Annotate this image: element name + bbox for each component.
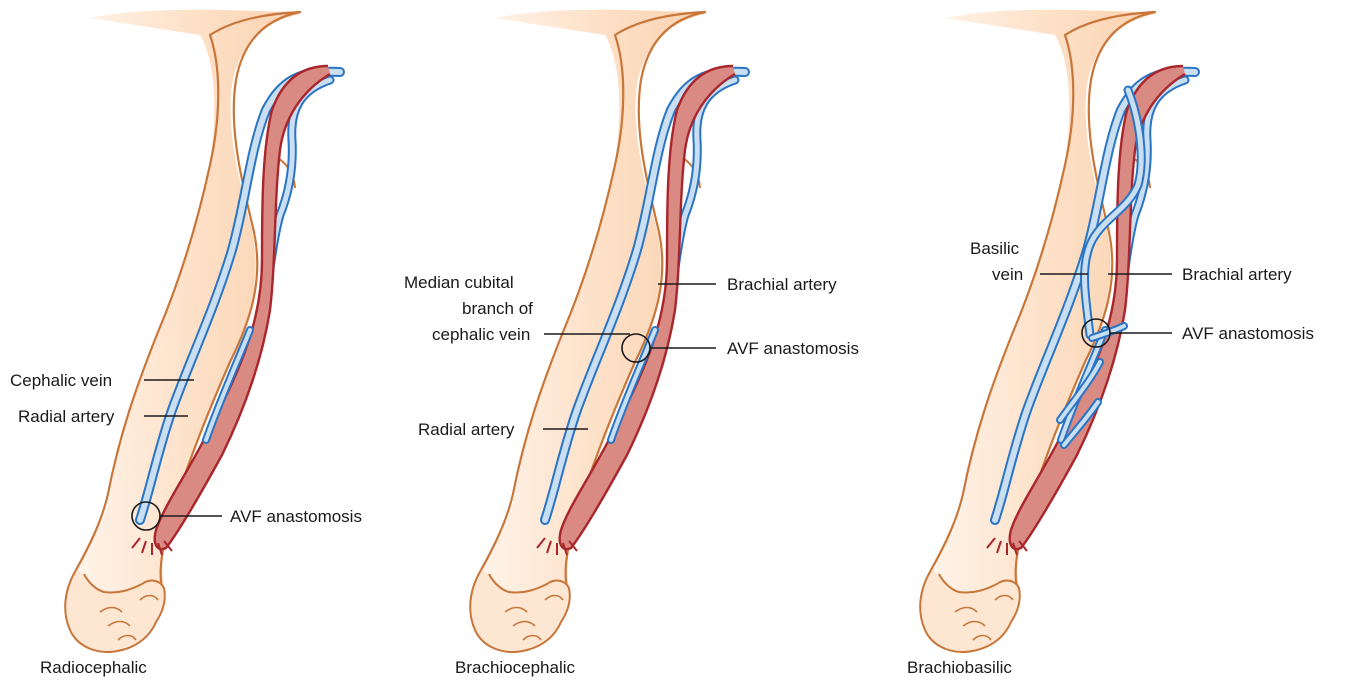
avf-anastomosis-label: AVF anastomosis bbox=[727, 339, 859, 358]
caption-brachiobasilic: Brachiobasilic bbox=[907, 658, 1012, 677]
panel-brachiobasilic: Basilic vein Brachial artery AVF anastom… bbox=[907, 10, 1314, 677]
panel-radiocephalic: Cephalic vein Radial artery AVF anastomo… bbox=[10, 10, 362, 677]
basilic-vein-label-line1: Basilic bbox=[970, 239, 1020, 258]
basilic-vein-label-line2: vein bbox=[992, 265, 1023, 284]
arm-illustration bbox=[65, 10, 340, 652]
brachial-artery-label: Brachial artery bbox=[727, 275, 837, 294]
radial-artery-label: Radial artery bbox=[418, 420, 515, 439]
radial-artery-label: Radial artery bbox=[18, 407, 115, 426]
median-cubital-label-line1: Median cubital bbox=[404, 273, 514, 292]
caption-brachiocephalic: Brachiocephalic bbox=[455, 658, 576, 677]
avf-anastomosis-label: AVF anastomosis bbox=[1182, 324, 1314, 343]
median-cubital-label-line3: cephalic vein bbox=[432, 325, 530, 344]
cephalic-vein-label: Cephalic vein bbox=[10, 371, 112, 390]
caption-radiocephalic: Radiocephalic bbox=[40, 658, 147, 677]
avf-anastomosis-label: AVF anastomosis bbox=[230, 507, 362, 526]
median-cubital-label-line2: branch of bbox=[462, 299, 533, 318]
arm-illustration bbox=[920, 10, 1195, 652]
brachial-artery-label: Brachial artery bbox=[1182, 265, 1292, 284]
panel-brachiocephalic: Median cubital branch of cephalic vein B… bbox=[404, 10, 859, 677]
